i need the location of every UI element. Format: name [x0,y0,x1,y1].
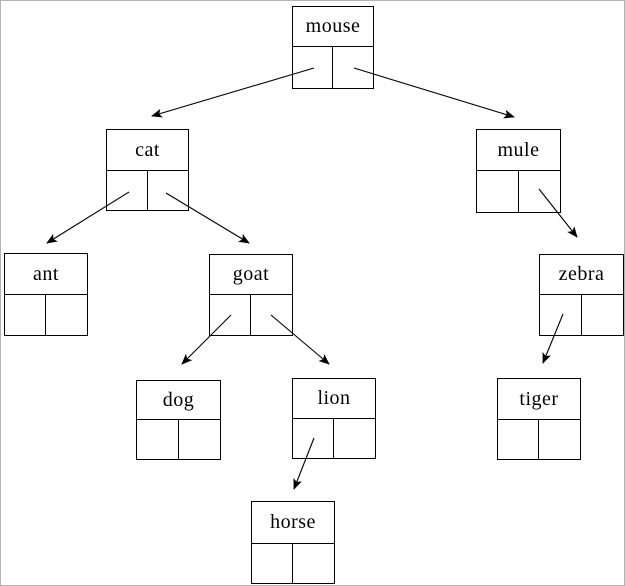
right-pointer-cell [333,47,373,88]
node-pointer-row [252,544,334,583]
node-label-cat: cat [107,130,188,171]
tree-node-ant: ant [4,253,88,336]
tree-node-goat: goat [209,254,293,336]
node-pointer-row [137,420,220,459]
edge-mouse-right-to-mule [353,67,515,119]
node-label-zebra: zebra [540,255,623,295]
node-pointer-row [293,419,375,458]
node-pointer-row [498,420,580,459]
node-label-mule: mule [477,130,560,171]
left-pointer-cell [137,420,179,459]
edge-mouse-left-to-cat [151,67,315,118]
node-pointer-row [210,295,292,335]
node-label-mouse: mouse [293,7,373,47]
left-pointer-cell [293,419,334,458]
node-pointer-row [540,295,623,335]
node-label-ant: ant [5,254,87,295]
right-pointer-cell [46,295,87,335]
node-label-tiger: tiger [498,379,580,420]
tree-node-dog: dog [136,380,221,460]
left-pointer-cell [252,544,293,583]
node-label-goat: goat [210,255,292,295]
left-pointer-cell [210,295,251,335]
right-pointer-cell [334,419,375,458]
right-pointer-cell [251,295,292,335]
tree-node-mule: mule [476,129,561,213]
left-pointer-cell [293,47,333,88]
tree-node-lion: lion [292,378,376,459]
tree-node-horse: horse [251,501,335,584]
right-pointer-cell [293,544,334,583]
node-label-dog: dog [137,381,220,420]
node-pointer-row [5,295,87,335]
right-pointer-cell [148,171,189,210]
right-pointer-cell [582,295,624,335]
left-pointer-cell [107,171,148,210]
node-pointer-row [107,171,188,210]
node-pointer-row [477,171,560,212]
tree-node-cat: cat [106,129,189,211]
node-label-lion: lion [293,379,375,419]
left-pointer-cell [498,420,539,459]
right-pointer-cell [539,420,580,459]
left-pointer-cell [540,295,582,335]
tree-node-tiger: tiger [497,378,581,460]
right-pointer-cell [519,171,561,212]
node-pointer-row [293,47,373,88]
left-pointer-cell [477,171,519,212]
tree-node-mouse: mouse [292,6,374,89]
tree-node-zebra: zebra [539,254,624,336]
left-pointer-cell [5,295,46,335]
right-pointer-cell [179,420,221,459]
node-label-horse: horse [252,502,334,544]
